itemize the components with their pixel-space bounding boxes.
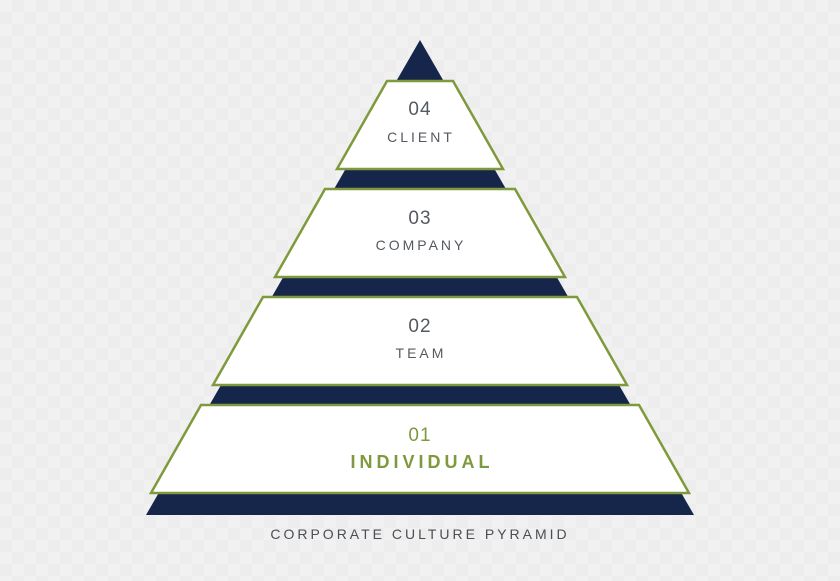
tier-company: 03 COMPANY <box>272 187 568 279</box>
tier-panel <box>148 403 692 495</box>
tier-panel <box>272 187 568 279</box>
tier-label: INDIVIDUAL <box>351 452 494 472</box>
tier-client: 04 CLIENT <box>334 79 506 171</box>
tier-individual: 01 INDIVIDUAL <box>148 403 692 495</box>
tier-number: 02 <box>408 316 431 337</box>
tier-number: 04 <box>408 99 431 120</box>
tier-number: 01 <box>408 425 431 446</box>
tier-panel <box>210 295 630 387</box>
tier-label: COMPANY <box>376 237 467 253</box>
tier-panel <box>334 79 506 171</box>
tier-team: 02 TEAM <box>210 295 630 387</box>
tier-label: TEAM <box>396 345 447 361</box>
tier-number: 03 <box>408 208 431 229</box>
tier-label: CLIENT <box>387 129 455 145</box>
diagram-caption: CORPORATE CULTURE PYRAMID <box>270 526 570 542</box>
